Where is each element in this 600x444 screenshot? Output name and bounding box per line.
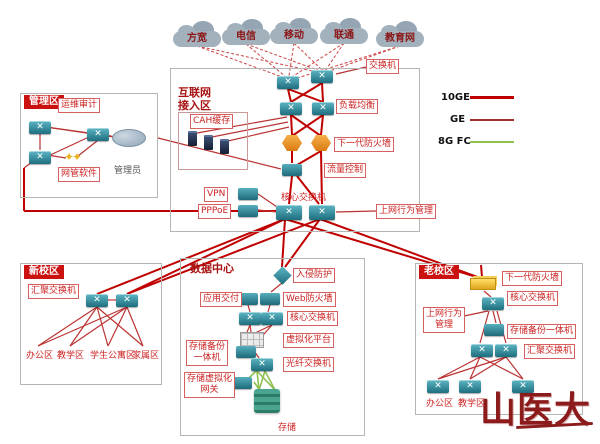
administrator-label: 管理员 bbox=[114, 166, 142, 176]
aggregation-switch-label: 汇聚交换机 bbox=[28, 284, 80, 299]
management-zone-title: 管理区 bbox=[24, 95, 64, 109]
storage-gateway-icon bbox=[232, 377, 252, 389]
storage-icon bbox=[254, 389, 280, 413]
old-aggregation-switch-label: 汇聚交换机 bbox=[524, 344, 576, 359]
nms-software-label: 网管软件 bbox=[58, 167, 101, 182]
legend-8gfc-label: 8G FC bbox=[438, 136, 471, 147]
cache-server-icon bbox=[220, 139, 229, 154]
legend-10ge-label: 10GE bbox=[441, 92, 470, 103]
family-area-label: 家属区 bbox=[132, 351, 160, 361]
ips-label: 入侵防护 bbox=[293, 268, 336, 283]
load-balancing-label: 负载均衡 bbox=[336, 99, 379, 114]
administrator-icon bbox=[112, 129, 146, 147]
storage-label: 存储 bbox=[278, 423, 297, 433]
ngfw-icon bbox=[282, 135, 302, 151]
behavior-mgmt-label: 上网行为管理 bbox=[376, 204, 437, 219]
internet-access-zone-box bbox=[170, 68, 420, 232]
waf-icon bbox=[260, 293, 280, 305]
vpn-device-icon bbox=[238, 188, 258, 200]
waf-label: Web防火墙 bbox=[283, 292, 336, 307]
datacenter-zone-box bbox=[180, 258, 365, 436]
app-delivery-icon bbox=[238, 293, 258, 305]
old-campus-title: 老校区 bbox=[419, 265, 459, 279]
isp-cloud-4: 联通 bbox=[320, 18, 368, 45]
aggregation-switch-icon bbox=[86, 294, 108, 307]
old-aggregation-switch-icon bbox=[495, 344, 517, 357]
old-backup-appliance-icon bbox=[484, 324, 504, 336]
legend-ge-line bbox=[470, 119, 514, 121]
isp-cloud-1-label: 方宽 bbox=[187, 33, 207, 44]
backup-appliance-label: 存储备份一体机 bbox=[186, 340, 228, 366]
core-switch-icon bbox=[276, 205, 302, 220]
fc-switch-icon bbox=[251, 358, 273, 371]
core-switch-icon bbox=[309, 205, 335, 220]
old-behavior-mgmt-label: 上网行为管理 bbox=[423, 307, 465, 333]
office-area-label: 办公区 bbox=[26, 351, 54, 361]
old-backup-appliance-label: 存储备份一体机 bbox=[507, 324, 577, 339]
switch-label: 交换机 bbox=[366, 59, 400, 74]
isp-cloud-5: 教育网 bbox=[376, 21, 424, 48]
legend-10ge-line bbox=[470, 96, 514, 99]
cache-server-icon bbox=[204, 135, 213, 150]
traffic-control-label: 流量控制 bbox=[324, 163, 367, 178]
dc-core-switch-icon bbox=[261, 312, 283, 325]
watermark-logo: 山医大 bbox=[480, 389, 592, 431]
load-balancer-icon bbox=[312, 102, 334, 115]
internet-zone-title: 互联网接入区 bbox=[178, 86, 211, 112]
old-core-switch-label: 核心交换机 bbox=[507, 291, 559, 306]
fc-switch-label: 光纤交换机 bbox=[283, 357, 335, 372]
aggregation-switch-icon bbox=[116, 294, 138, 307]
cache-server-icon bbox=[188, 131, 197, 146]
border-switch-icon bbox=[277, 76, 299, 89]
mgmt-switch-icon bbox=[29, 151, 51, 164]
load-balancer-icon bbox=[280, 102, 302, 115]
new-campus-title: 新校区 bbox=[24, 265, 64, 279]
core-switch-label: 核心交换机 bbox=[281, 193, 327, 203]
old-core-switch-icon bbox=[482, 297, 504, 310]
vpn-label: VPN bbox=[204, 187, 229, 202]
ngfw-label: 下一代防火墙 bbox=[334, 137, 395, 152]
isp-cloud-4-label: 联通 bbox=[334, 30, 354, 41]
cah-cache-label: CAH缓存 bbox=[190, 114, 234, 129]
backup-appliance-icon bbox=[236, 346, 256, 358]
isp-cloud-5-label: 教育网 bbox=[385, 33, 415, 44]
nms-software-icon bbox=[64, 151, 80, 163]
ops-audit-label: 运维审计 bbox=[58, 98, 101, 113]
isp-cloud-1: 方宽 bbox=[173, 21, 221, 48]
isp-cloud-2-label: 电信 bbox=[236, 31, 256, 42]
cache-group-box bbox=[178, 112, 248, 170]
old-access-switch-icon bbox=[427, 380, 449, 393]
legend-ge-label: GE bbox=[450, 114, 466, 125]
ngfw-icon bbox=[311, 135, 331, 151]
storage-gateway-label: 存储虚拟化网关 bbox=[184, 372, 235, 398]
old-access-switch-icon bbox=[459, 380, 481, 393]
pppoe-label: PPPoE bbox=[198, 204, 232, 219]
isp-cloud-3-label: 移动 bbox=[284, 30, 304, 41]
dormitory-area-label: 学生公寓区 bbox=[90, 351, 136, 361]
legend-8gfc-line bbox=[470, 141, 514, 143]
isp-cloud-2: 电信 bbox=[222, 19, 270, 46]
mgmt-switch-icon bbox=[29, 121, 51, 134]
border-switch-icon bbox=[311, 70, 333, 83]
isp-cloud-3: 移动 bbox=[270, 18, 318, 45]
mgmt-switch-icon bbox=[87, 128, 109, 141]
teaching-area-label: 教学区 bbox=[57, 351, 85, 361]
datacenter-title: 数据中心 bbox=[190, 262, 234, 275]
old-ngfw-icon bbox=[470, 278, 496, 290]
pppoe-device-icon bbox=[238, 205, 258, 217]
old-teaching-area-label: 教学区 bbox=[458, 399, 486, 409]
virtualization-platform-label: 虚拟化平台 bbox=[283, 333, 335, 348]
dc-core-switch-label: 核心交换机 bbox=[287, 311, 339, 326]
old-ngfw-label: 下一代防火墙 bbox=[502, 271, 563, 286]
old-aggregation-switch-icon bbox=[471, 344, 493, 357]
dc-core-switch-icon bbox=[239, 312, 261, 325]
new-campus-zone-box bbox=[20, 263, 162, 385]
traffic-control-icon bbox=[282, 164, 302, 176]
old-office-area-label: 办公区 bbox=[426, 399, 454, 409]
app-delivery-label: 应用交付 bbox=[200, 292, 243, 307]
management-zone-box bbox=[20, 93, 158, 198]
